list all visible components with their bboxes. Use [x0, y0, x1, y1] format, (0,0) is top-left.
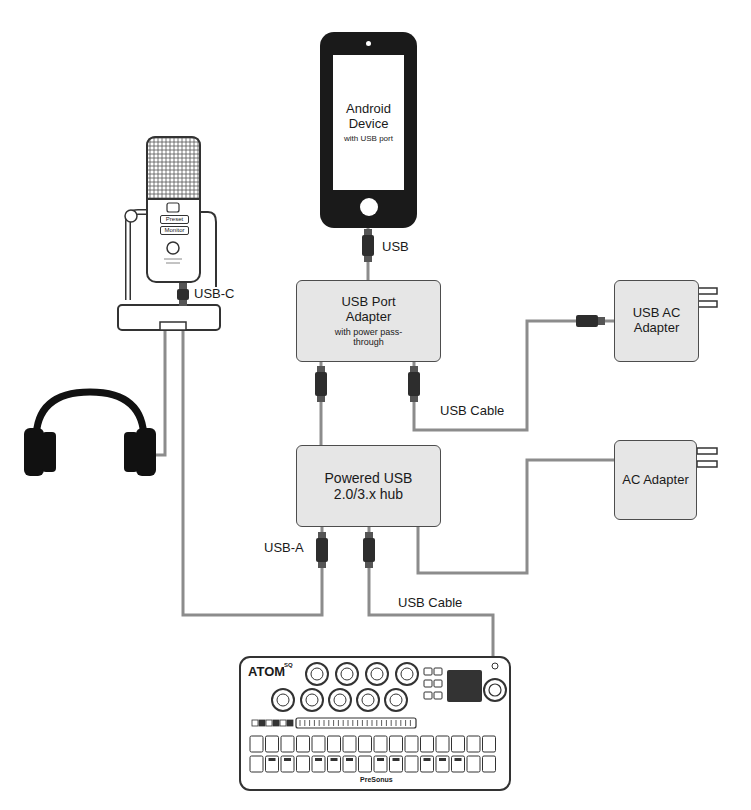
- node-subtitle: with USB port: [344, 134, 393, 143]
- cable: [369, 527, 493, 657]
- brand-name: PreSonus: [360, 776, 393, 784]
- node-title: USB Port Adapter: [329, 295, 409, 325]
- node-title: USB AC Adapter: [622, 306, 692, 336]
- usb-plugs: [177, 229, 605, 568]
- cable-label: USB Cable: [398, 596, 462, 610]
- ac-prongs: [697, 288, 717, 467]
- node-title: Android Device: [334, 102, 404, 132]
- brand-logo: ATOM: [248, 665, 285, 679]
- headphones: [24, 392, 156, 476]
- mic-button-label: Monitor: [160, 226, 189, 235]
- node-subtitle: with power pass-through: [329, 327, 409, 348]
- phone-device: Android Device with USB port: [320, 32, 417, 228]
- edge-label: USB Cable: [440, 404, 504, 418]
- usb-connector: [418, 460, 614, 573]
- port-label: USB-A: [264, 541, 304, 555]
- node-title: Powered USB 2.0/3.x hub: [309, 470, 429, 502]
- port-label: USB-C: [194, 287, 234, 301]
- adapter-box: USB Port Adapterwith power pass-through: [296, 280, 441, 362]
- mic-button-label: Preset: [160, 215, 189, 224]
- brand-logo: SQ: [284, 662, 293, 669]
- atom-sq-controller: [240, 657, 510, 790]
- edge-label: USB: [382, 240, 409, 254]
- phone-home-button: [360, 198, 378, 216]
- phone-camera: [366, 41, 371, 46]
- power-adapter-box: USB AC Adapter: [614, 280, 699, 362]
- phone-screen: Android Device with USB port: [333, 55, 404, 190]
- node-title: AC Adapter: [622, 473, 689, 488]
- hub-box: Powered USB 2.0/3.x hub: [296, 445, 441, 527]
- usb-connector: [414, 321, 614, 430]
- power-adapter-box: AC Adapter: [614, 440, 697, 520]
